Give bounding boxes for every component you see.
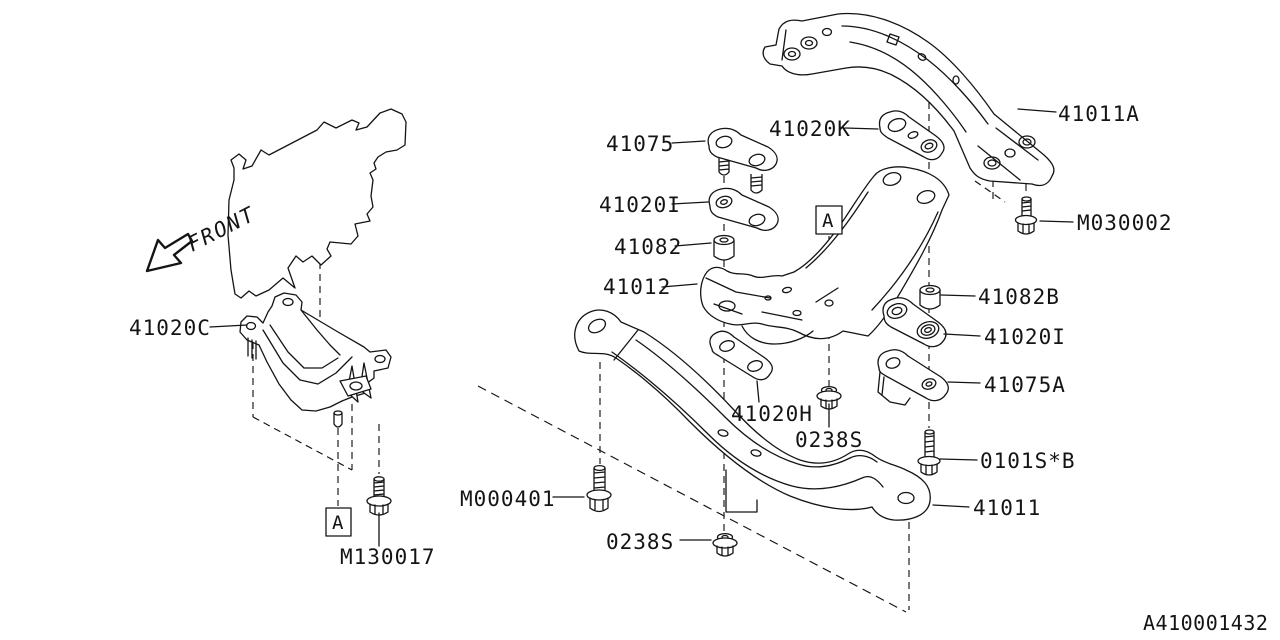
part-41082-spacer [713, 234, 735, 261]
bolt-m000401 [586, 464, 612, 513]
bolt-0101s-b [917, 429, 941, 476]
nut-0238s-upper [816, 385, 842, 410]
nut-0238s-lower [712, 532, 738, 557]
part-41082b-spacer [919, 284, 941, 310]
part-41020i-right-plate [882, 297, 947, 348]
detail-marker-box-upper: A [815, 205, 843, 235]
part-number-labels: 41075 41020I 41082 41012 41020C 41020K 4… [129, 102, 1173, 569]
part-label-41020h: 41020H [731, 402, 813, 426]
part-label-0238s-lower: 0238S [606, 530, 674, 554]
detail-marker-letter: A [822, 210, 834, 232]
part-41012-crossmember [700, 166, 950, 345]
part-label-0101s-b: 0101S*B [980, 449, 1076, 473]
part-label-41075: 41075 [606, 132, 674, 156]
part-label-41020i-left: 41020I [599, 193, 681, 217]
bracket-stud [333, 413, 343, 428]
part-label-41020i-right: 41020I [984, 325, 1066, 349]
detail-marker-letter: A [332, 512, 344, 534]
part-41011-crossmember [574, 309, 931, 521]
part-41075-plate [707, 127, 778, 194]
part-41020c-bracket [239, 292, 392, 428]
leader-lines [209, 108, 1074, 547]
crossmember-notch [725, 469, 758, 513]
part-label-41020k: 41020K [769, 117, 851, 141]
diagram-code: A410001432 [1143, 611, 1268, 635]
part-41020k-plate [878, 110, 945, 161]
part-41075a-plate [877, 349, 949, 406]
bolt-m130017 [366, 476, 392, 516]
part-label-41075a: 41075A [984, 373, 1066, 397]
part-label-41020c: 41020C [129, 316, 211, 340]
transmission-outline [227, 108, 407, 299]
part-label-m000401: M000401 [460, 487, 556, 511]
part-41020i-left-plate [708, 187, 779, 231]
part-label-41012: 41012 [603, 275, 671, 299]
part-label-m130017: M130017 [340, 545, 436, 569]
part-label-m030002: M030002 [1077, 211, 1173, 235]
bolt-m030002 [1014, 196, 1038, 235]
part-label-41082b: 41082B [978, 285, 1060, 309]
detail-marker-box-lower: A [325, 507, 352, 537]
part-41011a-support [762, 12, 1055, 187]
part-label-0238s-upper: 0238S [795, 428, 863, 452]
part-label-41011a: 41011A [1058, 102, 1140, 126]
part-label-41011: 41011 [973, 496, 1041, 520]
front-arrow-icon [145, 232, 194, 273]
part-label-41082: 41082 [614, 235, 682, 259]
part-41020h-plate [709, 330, 773, 381]
